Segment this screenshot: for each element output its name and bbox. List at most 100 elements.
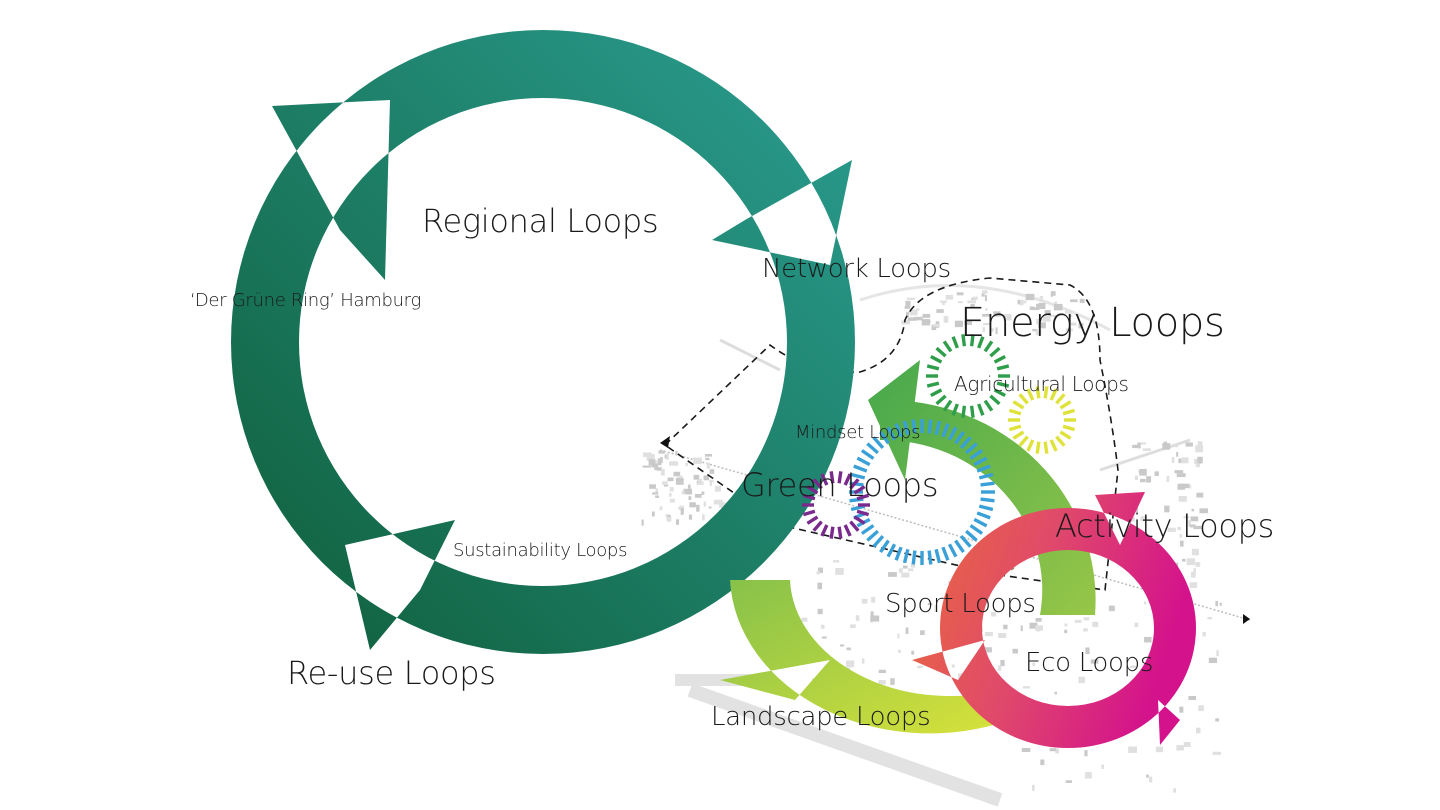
city-block: [964, 320, 972, 325]
city-block: [916, 308, 920, 311]
label-reuse-loops: Re-use Loops: [287, 654, 496, 692]
label-landscape-loops: Landscape Loops: [711, 702, 931, 732]
city-block: [990, 328, 994, 332]
label-gruene-ring: ‘Der Grüne Ring’ Hamburg: [190, 290, 421, 311]
city-block: [907, 297, 915, 300]
city-block: [1172, 444, 1179, 448]
city-block: [642, 465, 651, 468]
city-block: [703, 501, 706, 507]
city-block: [983, 322, 991, 326]
city-block: [1146, 774, 1149, 778]
city-block: [835, 568, 844, 575]
city-block: [945, 294, 954, 300]
city-block: [817, 582, 823, 590]
city-block: [890, 678, 895, 685]
city-block: [1195, 562, 1201, 567]
city-block: [1193, 568, 1196, 573]
city-block: [1051, 291, 1056, 296]
city-block: [1208, 657, 1218, 664]
city-block: [1171, 456, 1175, 463]
city-block: [1195, 445, 1204, 453]
city-block: [861, 598, 868, 604]
city-block: [1176, 473, 1186, 478]
city-block: [906, 311, 913, 314]
city-block: [1055, 748, 1060, 754]
city-block: [1166, 475, 1170, 483]
city-block: [1035, 329, 1042, 336]
city-block: [818, 567, 823, 574]
city-block: [1050, 293, 1053, 297]
city-block: [1198, 705, 1204, 712]
city-block: [1129, 665, 1137, 669]
city-block: [1144, 636, 1152, 643]
city-block: [1138, 442, 1147, 445]
city-block: [1031, 307, 1040, 311]
city-block: [1042, 315, 1051, 322]
city-block: [660, 456, 663, 463]
city-block: [1219, 602, 1222, 606]
city-block: [1185, 442, 1193, 447]
city-block: [664, 484, 669, 487]
city-block: [1215, 718, 1219, 722]
city-block: [913, 316, 923, 321]
city-block: [832, 560, 840, 563]
city-block: [878, 680, 886, 685]
city-block: [984, 631, 993, 637]
city-block: [1108, 605, 1115, 612]
city-block: [1029, 622, 1038, 629]
city-block: [1085, 647, 1090, 655]
city-block: [920, 630, 925, 636]
city-block: [1164, 505, 1170, 513]
city-block: [927, 602, 933, 606]
city-block: [1074, 619, 1082, 623]
city-block: [705, 457, 710, 461]
city-block: [905, 627, 909, 634]
city-block: [655, 495, 659, 498]
city-block: [922, 313, 931, 318]
city-block: [1188, 695, 1197, 701]
city-block: [1083, 628, 1088, 632]
city-block: [683, 488, 693, 495]
city-block: [1174, 470, 1184, 474]
city-block: [1049, 748, 1057, 752]
city-block: [917, 665, 923, 669]
city-block: [845, 660, 855, 668]
city-block: [820, 624, 825, 629]
city-block: [870, 615, 880, 622]
city-block: [669, 498, 675, 503]
city-block: [1181, 558, 1186, 562]
city-block: [681, 490, 685, 495]
city-block: [1040, 759, 1045, 766]
city-block: [861, 658, 865, 664]
city-block: [1163, 441, 1167, 448]
city-block: [1132, 444, 1141, 449]
city-block: [1167, 527, 1176, 533]
city-block: [1197, 441, 1203, 446]
city-block: [1064, 629, 1068, 634]
city-block: [680, 508, 684, 515]
city-block: [667, 477, 674, 482]
city-block: [911, 650, 915, 655]
city-block: [655, 488, 659, 494]
city-block: [1143, 601, 1147, 605]
city-block: [1064, 310, 1073, 314]
city-block: [1020, 625, 1023, 632]
city-block: [1078, 323, 1084, 329]
city-block: [993, 311, 1001, 317]
city-block: [677, 475, 683, 479]
city-block: [972, 296, 978, 300]
city-block: [936, 309, 944, 313]
city-block: [1065, 328, 1073, 332]
city-block: [1216, 650, 1219, 657]
city-block: [1032, 328, 1038, 332]
city-block: [1134, 475, 1139, 481]
city-block: [1135, 506, 1138, 512]
city-block: [846, 647, 851, 651]
city-block: [1189, 582, 1198, 589]
city-block: [1189, 484, 1192, 489]
city-block: [1035, 625, 1043, 631]
city-block: [1054, 691, 1058, 695]
city-block: [1084, 750, 1088, 757]
city-block: [696, 481, 704, 485]
city-block: [943, 316, 949, 323]
